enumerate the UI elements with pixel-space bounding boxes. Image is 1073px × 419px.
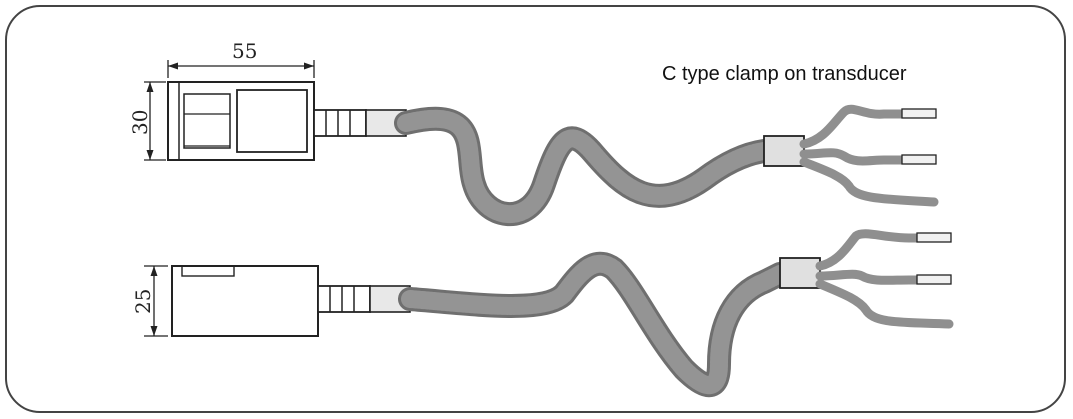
bottom-transducer: 25 xyxy=(131,229,954,398)
top-pin-2 xyxy=(901,154,937,165)
top-cable xyxy=(397,109,773,223)
top-junction-sleeve xyxy=(763,135,805,167)
transducer-diagram: C type clamp on transducer 55 30 xyxy=(5,5,1066,413)
top-transducer-body xyxy=(167,81,315,161)
bottom-pin-2 xyxy=(916,274,952,285)
diagram-frame: C type clamp on transducer 55 30 xyxy=(4,4,1067,414)
top-transducer: 55 30 xyxy=(128,39,939,226)
bottom-junction-sleeve xyxy=(779,257,821,289)
bottom-pin-1 xyxy=(916,232,952,243)
height-label-top: 30 xyxy=(128,110,152,135)
height-label-bottom: 25 xyxy=(131,289,155,314)
top-pin-1 xyxy=(901,108,937,119)
width-label: 55 xyxy=(232,39,257,63)
frame-border xyxy=(5,5,1066,413)
diagram-title: C type clamp on transducer xyxy=(662,63,907,85)
bottom-cable xyxy=(401,254,789,395)
